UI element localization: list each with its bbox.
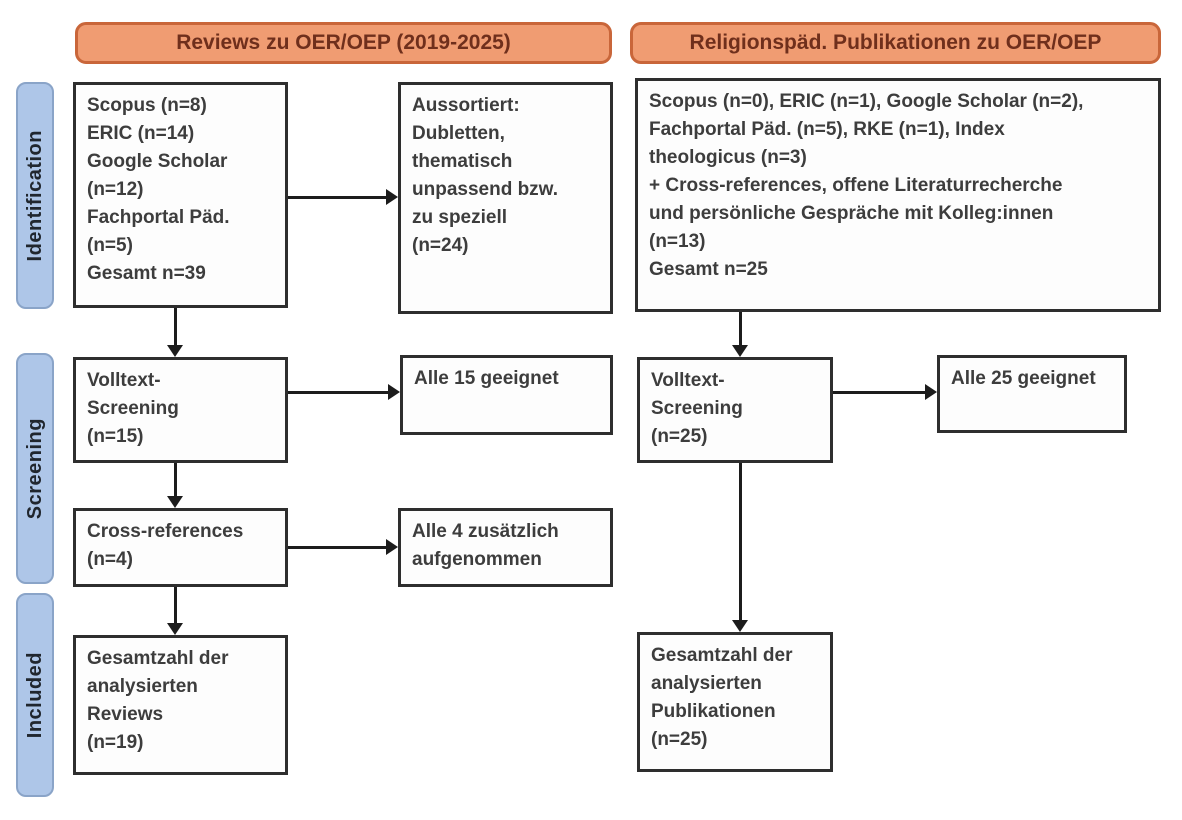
box-right-sources: Scopus (n=0), ERIC (n=1), Google Scholar…	[635, 78, 1161, 312]
arrow-right-fulltext-to-result	[833, 383, 937, 401]
box-left-fulltext-screening: Volltext- Screening (n=15)	[73, 357, 288, 463]
box-left-sources: Scopus (n=8) ERIC (n=14) Google Scholar …	[73, 82, 288, 308]
box-left-excluded: Aussortiert: Dubletten, thematisch unpas…	[398, 82, 613, 314]
arrow-left-crossref-to-result	[288, 538, 398, 556]
arrow-left-sources-to-fulltext	[166, 308, 184, 357]
box-left-included-total: Gesamtzahl der analysierten Reviews (n=1…	[73, 635, 288, 775]
stage-label-included-text: Included	[23, 651, 46, 739]
arrow-left-fulltext-to-crossref	[166, 463, 184, 508]
arrow-left-sources-to-excluded	[288, 188, 398, 206]
stage-label-included: Included	[16, 593, 54, 797]
stage-label-identification: Identification	[16, 82, 54, 309]
box-left-cross-references: Cross-references (n=4)	[73, 508, 288, 587]
box-right-included-total: Gesamtzahl der analysierten Publikatione…	[637, 632, 833, 772]
box-left-cross-references-result: Alle 4 zusätzlich aufgenommen	[398, 508, 613, 587]
stage-label-screening-text: Screening	[23, 417, 46, 520]
box-right-fulltext-screening: Volltext- Screening (n=25)	[637, 357, 833, 463]
arrow-right-fulltext-to-included	[731, 463, 749, 632]
arrow-left-fulltext-to-result	[288, 383, 400, 401]
box-left-fulltext-result: Alle 15 geeignet	[400, 355, 613, 435]
stage-label-screening: Screening	[16, 353, 54, 584]
box-right-fulltext-result: Alle 25 geeignet	[937, 355, 1127, 433]
column-header-reviews: Reviews zu OER/OEP (2019-2025)	[75, 22, 612, 64]
arrow-right-sources-to-fulltext	[731, 312, 749, 357]
arrow-left-crossref-to-included	[166, 587, 184, 635]
column-header-religionspaed: Religionspäd. Publikationen zu OER/OEP	[630, 22, 1161, 64]
stage-label-identification-text: Identification	[23, 129, 46, 262]
